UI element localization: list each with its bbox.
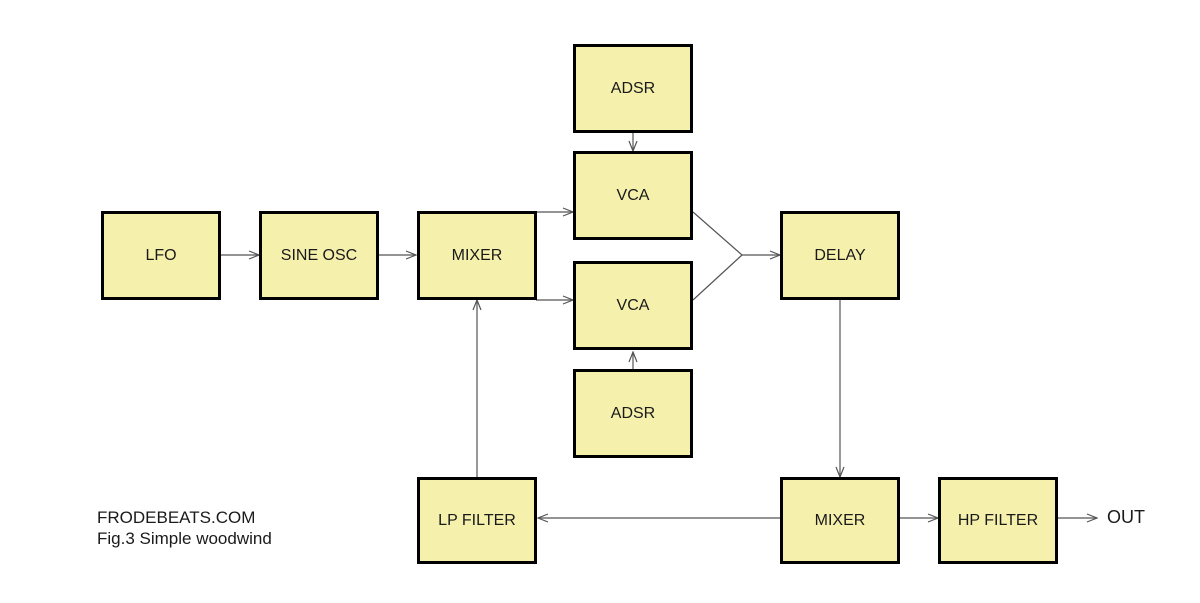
lfo-block: LFO: [101, 211, 221, 300]
lp-filter-block: LP FILTER: [417, 477, 537, 564]
mixer-top-block: MIXER: [417, 211, 537, 300]
vca-bottom-label: VCA: [616, 296, 650, 314]
vca-top-label: VCA: [616, 186, 650, 204]
sine-osc-block: SINE OSC: [259, 211, 379, 300]
adsr-top-label: ADSR: [610, 79, 656, 97]
mixer-top-label: MIXER: [451, 246, 503, 264]
mixer-bottom-block: MIXER: [780, 477, 900, 564]
vca-top-block: VCA: [573, 151, 693, 240]
line-vca-bottom-to-junction: [692, 254, 743, 301]
line-vca-top-to-junction: [692, 211, 743, 256]
lfo-label: LFO: [145, 246, 177, 264]
delay-label: DELAY: [814, 246, 866, 264]
hp-filter-block: HP FILTER: [938, 477, 1058, 564]
adsr-bottom-label: ADSR: [610, 404, 656, 422]
caption-site: FRODEBEATS.COM: [97, 508, 256, 527]
sine-osc-label: SINE OSC: [280, 246, 358, 264]
mixer-bottom-label: MIXER: [814, 511, 866, 529]
adsr-bottom-block: ADSR: [573, 369, 693, 458]
lp-filter-label: LP FILTER: [438, 511, 516, 529]
caption-figure: Fig.3 Simple woodwind: [97, 529, 272, 548]
hp-filter-label: HP FILTER: [957, 511, 1039, 529]
vca-bottom-block: VCA: [573, 261, 693, 350]
figure-caption: FRODEBEATS.COM Fig.3 Simple woodwind: [97, 507, 272, 549]
adsr-top-block: ADSR: [573, 44, 693, 133]
delay-block: DELAY: [780, 211, 900, 300]
output-label: OUT: [1107, 507, 1145, 527]
